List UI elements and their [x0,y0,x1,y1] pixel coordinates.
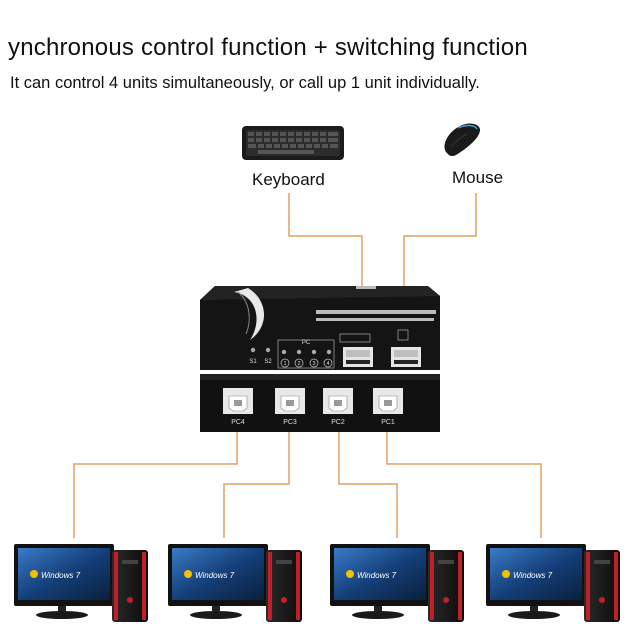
os-label: Windows 7 [357,571,397,580]
port-label-pc2: PC2 [331,419,345,426]
os-label: Windows 7 [41,571,81,580]
cable-pc3 [224,432,289,538]
port-label-pc1: PC1 [381,419,395,426]
usb-a-port-keyboard [343,347,373,367]
os-label: Windows 7 [513,571,553,580]
computer-3: Windows 7 [330,544,464,622]
usb-b-port-pc1 [373,388,403,414]
s1-label: S1 [249,359,257,365]
port-label-pc4: PC4 [231,419,245,426]
keyboard-icon [242,126,344,160]
cable-pc1 [387,432,541,538]
port-label-pc3: PC3 [283,419,297,426]
usb-b-port-pc3 [275,388,305,414]
pc3-button-label[interactable]: 3 [312,361,315,367]
pc-group-label: PC [302,340,311,346]
kvm-rear-unit: PC4 PC3 PC2 PC1 [200,374,440,432]
kvm-switch: PC S1 S2 1 2 3 4 [200,286,440,370]
computer-1: Windows 7 [14,544,148,622]
computer-cables [74,432,541,538]
usb-b-port-pc4 [223,388,253,414]
computer-2: Windows 7 [168,544,302,622]
pc4-button-label[interactable]: 4 [326,361,329,367]
mouse-icon [445,123,480,156]
usb-b-port-pc2 [323,388,353,414]
pc1-button-label[interactable]: 1 [283,361,286,367]
os-label: Windows 7 [195,571,235,580]
pc2-button-label[interactable]: 2 [297,361,300,367]
computer-4: Windows 7 [486,544,620,622]
cable-pc2 [339,432,397,538]
usb-a-port-mouse [391,347,421,367]
cable-pc4 [74,432,237,538]
s2-label: S2 [264,359,272,365]
